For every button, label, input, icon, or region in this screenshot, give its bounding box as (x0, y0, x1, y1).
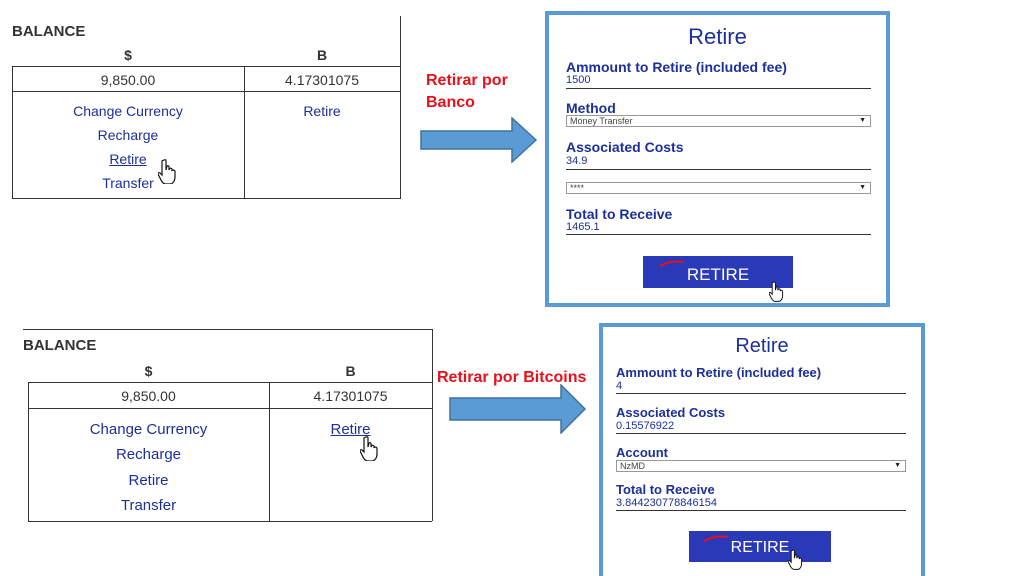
table-border-top-right (400, 16, 401, 199)
balance-title: BALANCE (12, 23, 86, 40)
total-underline (566, 234, 871, 235)
amount-input[interactable]: 4 (616, 380, 623, 392)
account-select-value: NzMD (620, 461, 645, 471)
table-border-right (432, 329, 433, 521)
retire-link[interactable]: Retire (128, 472, 169, 489)
account-select[interactable]: **** ▼ (566, 182, 871, 194)
table-border-top (28, 382, 432, 383)
form-title: Retire (688, 24, 747, 49)
dollar-column-header: $ (124, 47, 132, 63)
right-arrow-icon (420, 117, 538, 163)
amount-label: Ammount to Retire (included fee) (616, 365, 822, 380)
change-currency-link[interactable]: Change Currency (73, 103, 183, 119)
hand-pointer-icon (788, 549, 803, 570)
table-border-mid (12, 91, 400, 92)
dollar-balance-value: 9,850.00 (121, 388, 176, 404)
hand-pointer-icon (158, 159, 176, 184)
btc-balance-value: 4.17301075 (313, 388, 388, 404)
transfer-link[interactable]: Transfer (102, 175, 154, 191)
retire-button-label: RETIRE (686, 265, 750, 284)
retire-button[interactable]: RETIRE (643, 256, 793, 288)
table-border-bottom (28, 521, 432, 522)
total-label: Total to Receive (566, 206, 673, 222)
account-label: Account (616, 445, 668, 460)
bitcoin-caption: Retirar por Bitcoins (437, 369, 587, 386)
table-border-bottom (12, 198, 400, 199)
costs-label: Associated Costs (566, 139, 684, 155)
retire-button-label: RETIRE (730, 539, 790, 556)
total-label: Total to Receive (616, 482, 715, 497)
hand-pointer-icon (769, 281, 784, 302)
dollar-balance-value: 9,850.00 (100, 72, 156, 88)
account-select[interactable]: NzMD ▼ (616, 460, 906, 472)
right-arrow-icon (449, 384, 587, 434)
btc-column-header: B (316, 47, 328, 63)
method-label: Method (566, 100, 616, 116)
retire-link[interactable]: Retire (109, 151, 147, 167)
bank-caption-line1: Retirar por (426, 72, 508, 89)
costs-underline (566, 169, 871, 170)
method-select-value: Money Transfer (570, 116, 633, 126)
chevron-down-icon: ▼ (859, 117, 866, 124)
bank-retire-form: Retire Ammount to Retire (included fee) … (545, 11, 890, 307)
amount-underline (566, 88, 871, 89)
table-border-left (28, 382, 29, 522)
table-border-mid (28, 408, 432, 409)
swoosh-icon (703, 535, 729, 542)
swoosh-icon (659, 260, 685, 267)
costs-label: Associated Costs (616, 405, 726, 420)
transfer-link[interactable]: Transfer (120, 497, 177, 514)
retire-button[interactable]: RETIRE (689, 531, 831, 562)
dollar-column-header: $ (144, 363, 153, 379)
costs-value: 0.15576922 (616, 420, 675, 432)
btc-retire-link[interactable]: Retire (303, 103, 341, 119)
change-currency-link[interactable]: Change Currency (89, 421, 208, 438)
bank-caption: Retirar por Banco (426, 70, 536, 114)
total-value: 3.844230778846154 (616, 497, 717, 509)
total-value: 1465.1 (566, 221, 600, 233)
amount-label: Ammount to Retire (included fee) (566, 59, 787, 75)
costs-value: 34.9 (566, 155, 588, 167)
table-border-left (12, 66, 13, 199)
bottom-balance-panel: BALANCE $ B 9,850.00 4.17301075 Change C… (0, 320, 440, 530)
table-col-divider (269, 382, 270, 522)
amount-input[interactable]: 1500 (566, 74, 591, 86)
account-select-value: **** (570, 183, 585, 193)
method-select[interactable]: Money Transfer ▼ (566, 115, 871, 127)
amount-underline (616, 393, 906, 394)
chevron-down-icon: ▼ (894, 462, 901, 469)
recharge-link[interactable]: Recharge (115, 446, 182, 463)
top-balance-panel: BALANCE $ B 9,850.00 4.17301075 Change C… (0, 0, 410, 205)
btc-column-header: B (345, 363, 356, 379)
chevron-down-icon: ▼ (859, 184, 866, 191)
bitcoin-retire-form: Retire Ammount to Retire (included fee) … (599, 323, 925, 576)
balance-title: BALANCE (23, 337, 97, 354)
table-border-top-outer (23, 329, 432, 330)
table-border-top (12, 66, 400, 67)
hand-pointer-icon (360, 436, 378, 461)
bank-caption-line2: Banco (426, 94, 475, 111)
btc-balance-value: 4.17301075 (285, 72, 359, 88)
table-col-divider (244, 66, 245, 199)
total-underline (616, 510, 906, 511)
recharge-link[interactable]: Recharge (97, 127, 159, 143)
form-title: Retire (735, 335, 789, 357)
costs-underline (616, 433, 906, 434)
btc-retire-link[interactable]: Retire (330, 421, 371, 438)
